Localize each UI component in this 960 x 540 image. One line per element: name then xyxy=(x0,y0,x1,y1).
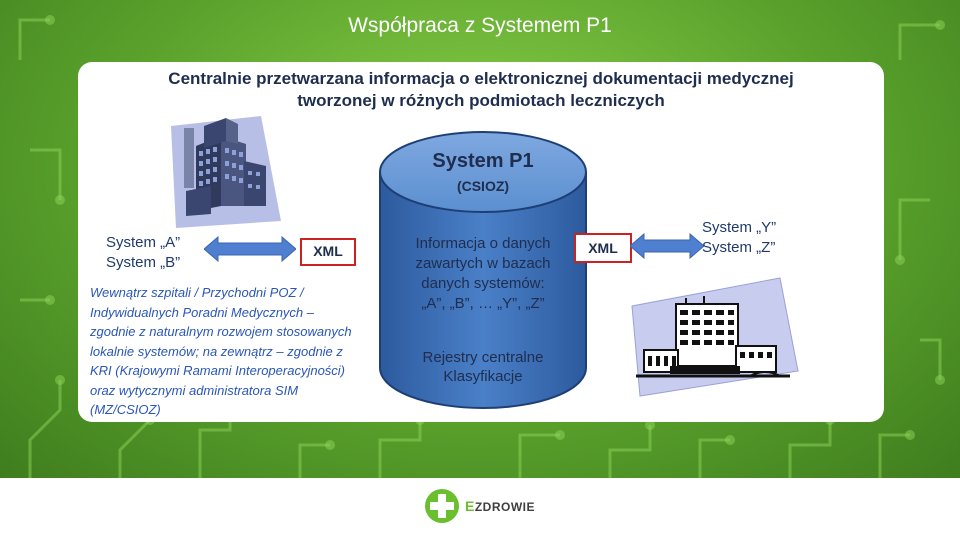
info-line: Informacja o danych xyxy=(415,235,551,252)
system-y-label: System „Y” xyxy=(702,219,777,236)
headline-line-1: Centralnie przetwarzana informacja o ele… xyxy=(168,69,794,88)
desc-line: lokalnie systemów; na zewnątrz – zgodnie… xyxy=(90,343,343,359)
cylinder-subtitle: (CSIOZ) xyxy=(456,178,510,194)
desc-line: zgodnie z naturalnym rozwojem stosowanyc… xyxy=(90,324,352,339)
footer xyxy=(0,478,960,540)
info-line: „A”, „B”, … „Y”, „Z” xyxy=(421,295,545,312)
desc-line: (MZ/CSIOZ) xyxy=(90,402,161,417)
hospital-building-lineart-icon xyxy=(631,277,799,397)
system-z-label: System „Z” xyxy=(702,239,776,256)
desc-line: KRI (Krajowymi Ramami Interoperacyjności… xyxy=(90,363,346,378)
xml-left-badge: XML xyxy=(300,238,356,266)
green-cross-logo-icon xyxy=(425,489,459,523)
right-systems: System „Y” System „Z” xyxy=(702,218,776,258)
desc-line: oraz wytycznymi administratora SIM xyxy=(90,382,299,398)
info-line: danych systemów: xyxy=(421,275,545,292)
cylinder-registry: Rejestry centralne Klasyfikacje xyxy=(380,348,586,386)
logo-letter-e: E xyxy=(465,498,475,514)
info-line: zawartych w bazach xyxy=(415,255,551,272)
slide-title: Współpraca z Systemem P1 xyxy=(348,14,612,37)
registry-line: Klasyfikacje xyxy=(443,368,523,385)
logo-word: ZDROWIE xyxy=(474,500,536,514)
right-double-arrow-icon xyxy=(630,233,704,259)
left-double-arrow-icon xyxy=(204,236,296,262)
cylinder-info: Informacja o danych zawartych w bazach d… xyxy=(380,234,586,314)
registry-line: Rejestry centralne xyxy=(422,349,544,366)
desc-line: Wewnątrz szpitali / Przychodni POZ / xyxy=(90,285,304,300)
logo-text: EZDROWIE xyxy=(465,498,535,514)
left-systems: System „A” System „B” xyxy=(106,233,180,273)
headline: Centralnie przetwarzana informacja o ele… xyxy=(78,68,884,112)
system-b-label: System „B” xyxy=(106,254,181,271)
description-text: Wewnątrz szpitali / Przychodni POZ / Ind… xyxy=(90,283,390,420)
headline-line-2: tworzonej w różnych podmiotach leczniczy… xyxy=(297,91,665,110)
cylinder-title: System P1 xyxy=(432,150,534,172)
system-a-label: System „A” xyxy=(106,234,181,251)
hospital-building-3d-icon xyxy=(171,116,281,228)
database-cylinder-icon xyxy=(379,131,587,409)
xml-right-badge: XML xyxy=(574,233,632,263)
desc-line: Indywidualnych Poradni Medycznych – xyxy=(90,304,315,320)
